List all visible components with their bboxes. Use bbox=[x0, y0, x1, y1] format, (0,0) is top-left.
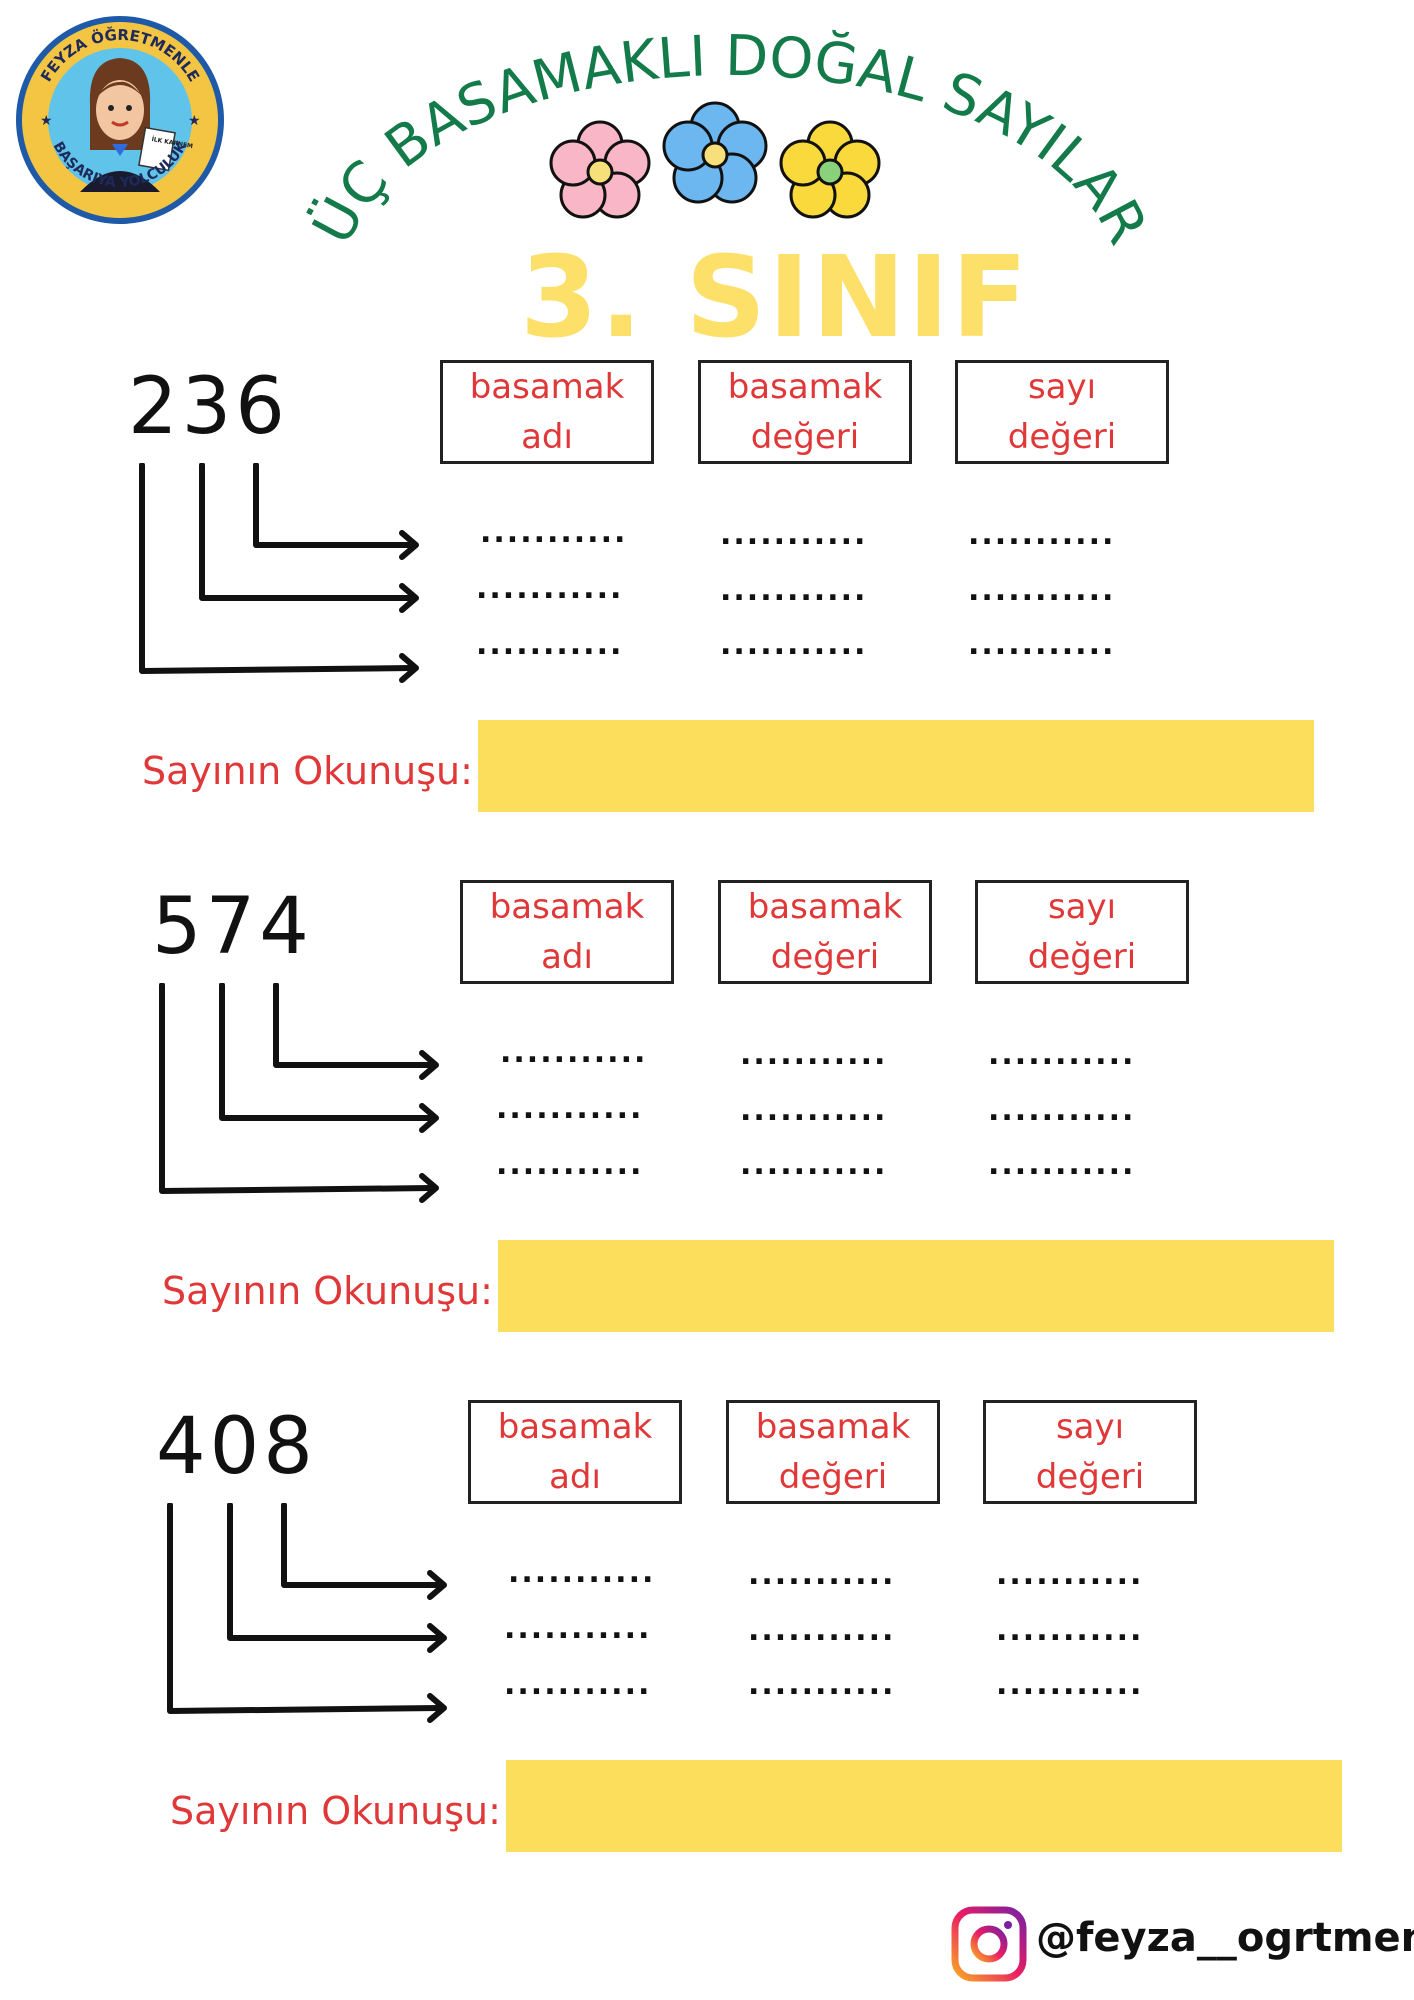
teacher-logo-badge: İLK KARNEM FEYZA ÖĞRETMENLE BAŞARIYA YOL… bbox=[16, 16, 224, 224]
blank-hundreds-value[interactable]: ........... bbox=[988, 1037, 1136, 1072]
blank-ones-value[interactable]: ........... bbox=[996, 1667, 1144, 1702]
logo-star-right-icon: ★ bbox=[188, 113, 201, 129]
reading-label: Sayının Okunuşu: bbox=[142, 749, 473, 793]
blank-ones-value[interactable]: ........... bbox=[988, 1147, 1136, 1182]
blank-hundreds-name[interactable]: ........... bbox=[508, 1555, 656, 1590]
reading-answer-field[interactable] bbox=[498, 1240, 1334, 1332]
digit-arrows bbox=[139, 463, 419, 683]
header-basamak-adi: basamak adı bbox=[440, 360, 654, 464]
header-basamak-adi: basamak adı bbox=[460, 880, 674, 984]
number-value: 236 bbox=[128, 362, 289, 452]
blank-ones-place-value[interactable]: ........... bbox=[740, 1147, 888, 1182]
number-value: 408 bbox=[156, 1402, 317, 1492]
blank-tens-value[interactable]: ........... bbox=[996, 1613, 1144, 1648]
header-sayi-degeri: sayı değeri bbox=[975, 880, 1189, 984]
pink-flower-icon bbox=[549, 120, 651, 219]
number-section-3: 408 basamak adı basamak değeri sayı değe… bbox=[0, 1400, 1414, 1878]
reading-answer-field[interactable] bbox=[506, 1760, 1342, 1852]
blank-hundreds-place-value[interactable]: ........... bbox=[740, 1037, 888, 1072]
blank-hundreds-place-value[interactable]: ........... bbox=[720, 517, 868, 552]
blank-ones-place-value[interactable]: ........... bbox=[720, 627, 868, 662]
blank-tens-place-value[interactable]: ........... bbox=[720, 573, 868, 608]
blank-tens-place-value[interactable]: ........... bbox=[740, 1093, 888, 1128]
blank-ones-value[interactable]: ........... bbox=[968, 627, 1116, 662]
blank-tens-name[interactable]: ........... bbox=[504, 1611, 652, 1646]
instagram-handle[interactable]: @feyza__ogrtmen bbox=[1036, 1915, 1414, 1961]
blank-hundreds-name[interactable]: ........... bbox=[500, 1035, 648, 1070]
blank-ones-name[interactable]: ........... bbox=[504, 1667, 652, 1702]
blank-ones-place-value[interactable]: ........... bbox=[748, 1667, 896, 1702]
digit-arrows bbox=[167, 1503, 447, 1723]
blank-tens-place-value[interactable]: ........... bbox=[748, 1613, 896, 1648]
blank-hundreds-value[interactable]: ........... bbox=[968, 517, 1116, 552]
header-basamak-degeri: basamak değeri bbox=[718, 880, 932, 984]
blank-ones-name[interactable]: ........... bbox=[476, 627, 624, 662]
logo-star-left-icon: ★ bbox=[40, 113, 53, 129]
blank-tens-name[interactable]: ........... bbox=[496, 1091, 644, 1126]
instagram-icon[interactable] bbox=[950, 1905, 1028, 1983]
number-value: 574 bbox=[152, 882, 313, 972]
blank-tens-name[interactable]: ........... bbox=[476, 571, 624, 606]
blank-hundreds-name[interactable]: ........... bbox=[480, 515, 628, 550]
header-basamak-adi: basamak adı bbox=[468, 1400, 682, 1504]
reading-label: Sayının Okunuşu: bbox=[162, 1269, 493, 1313]
blank-hundreds-place-value[interactable]: ........... bbox=[748, 1557, 896, 1592]
header-basamak-degeri: basamak değeri bbox=[698, 360, 912, 464]
blank-ones-name[interactable]: ........... bbox=[496, 1147, 644, 1182]
blank-tens-value[interactable]: ........... bbox=[988, 1093, 1136, 1128]
header-basamak-degeri: basamak değeri bbox=[726, 1400, 940, 1504]
header-sayi-degeri: sayı değeri bbox=[955, 360, 1169, 464]
digit-arrows bbox=[159, 983, 439, 1203]
number-section-2: 574 basamak adı basamak değeri sayı değe… bbox=[0, 880, 1414, 1358]
number-section-1: 236 basamak adı basamak değeri sayı değe… bbox=[0, 360, 1414, 838]
reading-label: Sayının Okunuşu: bbox=[170, 1789, 501, 1833]
blue-flower-icon bbox=[662, 101, 768, 204]
reading-answer-field[interactable] bbox=[478, 720, 1314, 812]
header-sayi-degeri: sayı değeri bbox=[983, 1400, 1197, 1504]
blank-hundreds-value[interactable]: ........... bbox=[996, 1557, 1144, 1592]
grade-label: 3. SINIF bbox=[520, 233, 1030, 363]
flower-decoration bbox=[549, 101, 881, 219]
yellow-flower-icon bbox=[779, 120, 881, 219]
blank-tens-value[interactable]: ........... bbox=[968, 573, 1116, 608]
